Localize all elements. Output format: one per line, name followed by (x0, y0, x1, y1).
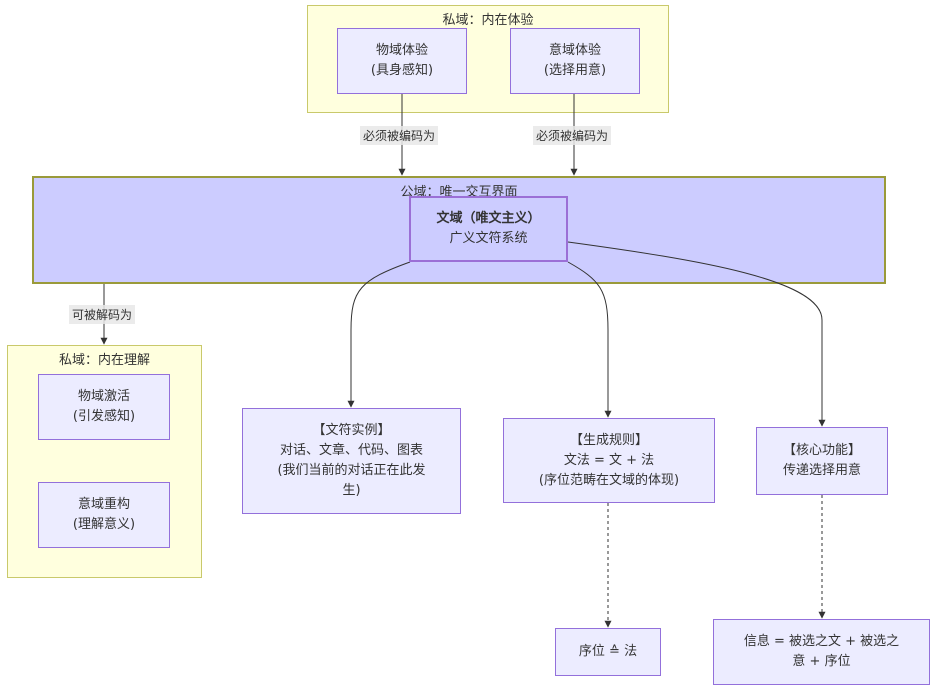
node-text-instance: 【文符实例】 对话、文章、代码、图表 (我们当前的对话正在此发 生) (242, 408, 461, 514)
node-core-function: 【核心功能】 传递选择用意 (756, 427, 888, 495)
edge-text-to-rules (567, 261, 612, 418)
node-generation-rules-line3: (序位范畴在文域的体现) (538, 472, 680, 488)
node-text-domain-subtitle: 广义文符系统 (449, 231, 528, 246)
node-text-domain: 文域（唯文主义） 广义文符系统 (409, 196, 568, 262)
cluster-title-private-experience: 私域：内在体验 (442, 13, 534, 28)
node-core-function-line2: 传递选择用意 (782, 463, 861, 478)
node-physical-experience-line2: (具身感知) (370, 63, 434, 78)
edge-text-to-function (567, 241, 826, 427)
node-information: 信息 = 被选之文 + 被选之 意 + 序位 (713, 619, 930, 685)
edge-label-encode-1: 必须被编码为 (360, 126, 439, 145)
node-meaning-experience: 意域体验 (选择用意) (510, 28, 640, 94)
node-generation-rules: 【生成规则】 文法 = 文 + 法 (序位范畴在文域的体现) (503, 418, 715, 503)
node-text-instance-line4: 生) (342, 483, 361, 498)
node-order-law-line1: 序位 ≙ 法 (578, 644, 638, 659)
node-information-line2: 意 + 序位 (792, 654, 851, 669)
node-text-domain-title: 文域（唯文主义） (436, 211, 541, 226)
node-meaning-experience-line2: (选择用意) (543, 63, 607, 78)
node-physical-activation-line1: 物域激活 (77, 389, 130, 404)
node-information-line1: 信息 = 被选之文 + 被选之 (743, 634, 900, 649)
node-meaning-experience-line1: 意域体验 (548, 43, 601, 58)
node-order-law: 序位 ≙ 法 (555, 628, 661, 676)
node-text-instance-line2: 对话、文章、代码、图表 (279, 443, 423, 458)
edge-label-encode-2: 必须被编码为 (533, 126, 612, 145)
node-physical-activation: 物域激活 (引发感知) (38, 374, 170, 440)
node-text-instance-line3: (我们当前的对话正在此发 (277, 463, 426, 478)
cluster-title-private-understanding: 私域：内在理解 (58, 353, 150, 368)
node-core-function-line1: 【核心功能】 (782, 443, 861, 458)
node-generation-rules-line2: 文法 = 文 + 法 (563, 452, 655, 468)
node-physical-experience: 物域体验 (具身感知) (337, 28, 467, 94)
edge-label-decode: 可被解码为 (69, 305, 136, 324)
node-physical-activation-line2: (引发感知) (72, 409, 136, 424)
edge-text-to-instance (347, 261, 411, 408)
node-meaning-reconstruction-line2: (理解意义) (72, 517, 136, 532)
node-physical-experience-line1: 物域体验 (375, 43, 428, 58)
cluster-public-interface: 公域：唯一交互界面 (32, 176, 886, 284)
node-text-instance-line1: 【文符实例】 (312, 423, 391, 438)
node-meaning-reconstruction-line1: 意域重构 (77, 497, 130, 512)
node-generation-rules-line1: 【生成规则】 (569, 432, 648, 448)
node-meaning-reconstruction: 意域重构 (理解意义) (38, 482, 170, 548)
